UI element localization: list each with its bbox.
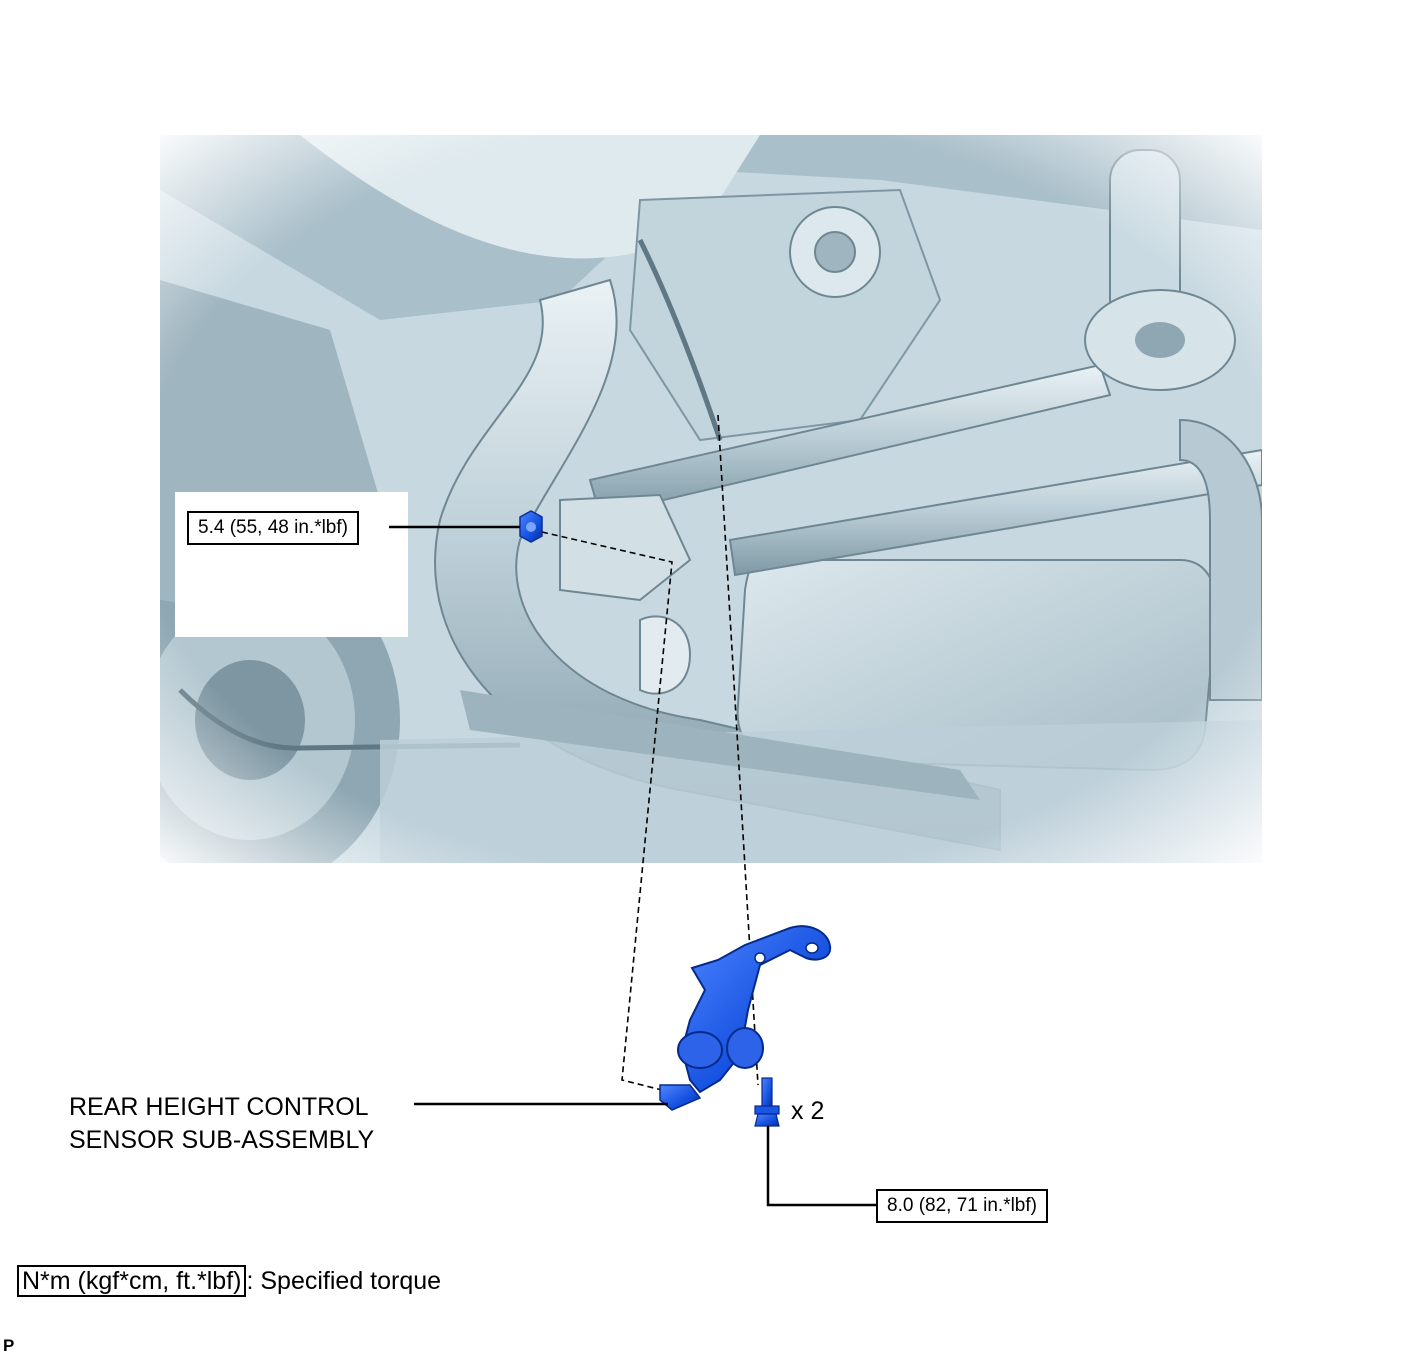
lower-torque-leader [766, 1126, 876, 1207]
vehicle-underbody-illustration [160, 135, 1262, 863]
legend-description: : Specified torque [246, 1267, 442, 1295]
part-name-line-2: SENSOR SUB-ASSEMBLY [69, 1126, 375, 1154]
part-name-label: REAR HEIGHT CONTROL SENSOR SUB-ASSEMBLY [69, 1091, 374, 1157]
bolt-quantity-label: x 2 [791, 1097, 825, 1125]
height-control-sensor-icon [659, 925, 832, 1111]
upper-torque-callout: 5.4 (55, 48 in.*lbf) [187, 511, 359, 545]
hex-nut-icon [519, 510, 543, 543]
page-mark: P [3, 1336, 15, 1355]
lower-torque-callout: 8.0 (82, 71 in.*lbf) [876, 1189, 1048, 1223]
legend-unit-box: N*m (kgf*cm, ft.*lbf) [17, 1265, 247, 1297]
torque-legend: N*m (kgf*cm, ft.*lbf): Specified torque [17, 1265, 441, 1297]
flange-bolt-icon [754, 1077, 780, 1127]
part-name-line-1: REAR HEIGHT CONTROL [69, 1093, 369, 1121]
assembly-guide-lines [541, 414, 759, 1091]
